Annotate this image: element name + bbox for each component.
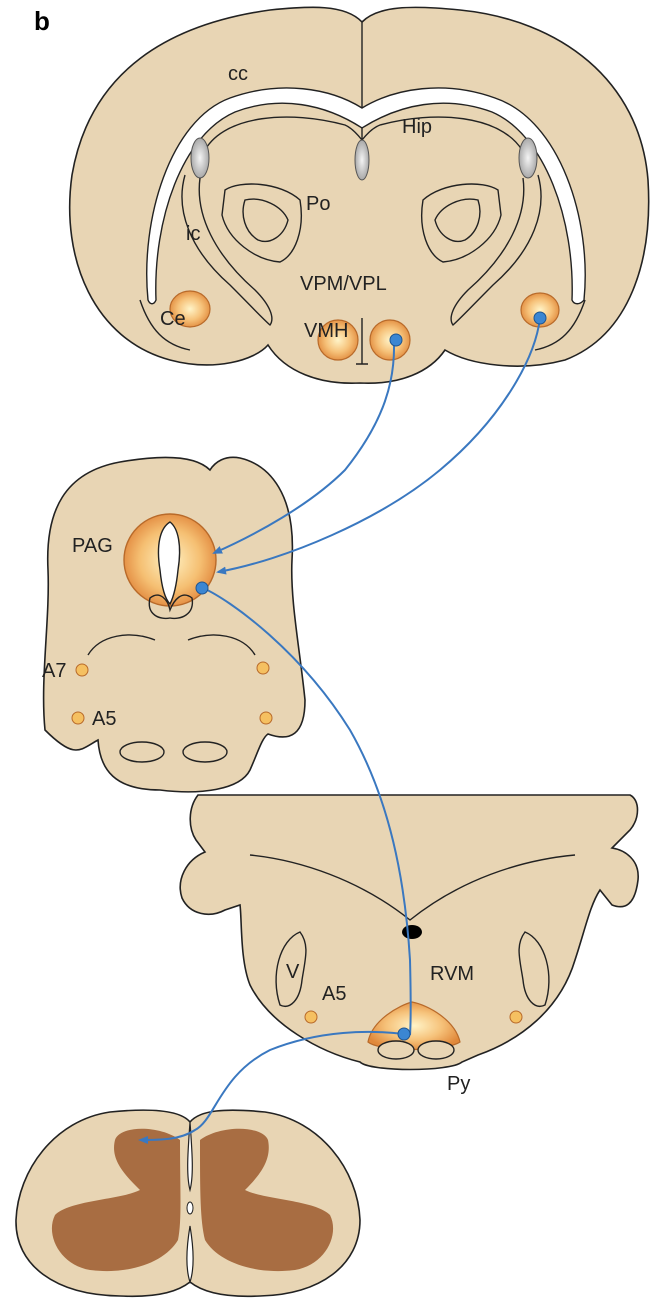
a7-nucleus-right xyxy=(257,662,269,674)
rvm-neuron-soma xyxy=(398,1028,410,1040)
label-vpm-vpl: VPM/VPL xyxy=(300,273,387,295)
pyramid-medulla-left xyxy=(378,1041,414,1059)
midbrain-section: PAG A7 A5 xyxy=(42,457,305,792)
label-a7: A7 xyxy=(42,660,66,682)
label-po: Po xyxy=(306,193,330,215)
a5-nucleus-left xyxy=(72,712,84,724)
label-v: V xyxy=(286,961,300,983)
central-canal xyxy=(402,925,422,939)
pag-neuron-soma xyxy=(196,582,208,594)
label-a5-medulla: A5 xyxy=(322,983,346,1005)
a5-nucleus-right xyxy=(260,712,272,724)
lateral-ventricle-right xyxy=(519,138,537,178)
ce-neuron-soma xyxy=(534,312,546,324)
label-ce: Ce xyxy=(160,308,186,330)
midbrain-outline xyxy=(44,457,305,792)
label-pag: PAG xyxy=(72,535,113,557)
vmh-neuron-soma xyxy=(390,334,402,346)
label-vmh: VMH xyxy=(304,320,348,342)
a7-nucleus-left xyxy=(76,664,88,676)
forebrain-section: cc Hip Po ic VPM/VPL Ce VMH xyxy=(70,7,649,383)
third-ventricle-upper xyxy=(355,140,369,180)
label-a5: A5 xyxy=(92,708,116,730)
lateral-ventricle-left xyxy=(191,138,209,178)
label-rvm: RVM xyxy=(430,963,474,985)
spinal-central-canal xyxy=(187,1202,193,1214)
label-py: Py xyxy=(447,1073,470,1095)
pyramid-medulla-right xyxy=(418,1041,454,1059)
label-cc: cc xyxy=(228,63,248,85)
label-hip: Hip xyxy=(402,116,432,138)
label-ic: ic xyxy=(186,223,200,245)
panel-label: b xyxy=(34,6,50,36)
a5-medulla-left xyxy=(305,1011,317,1023)
a5-medulla-right xyxy=(510,1011,522,1023)
spinal-cord-section xyxy=(16,1110,360,1296)
